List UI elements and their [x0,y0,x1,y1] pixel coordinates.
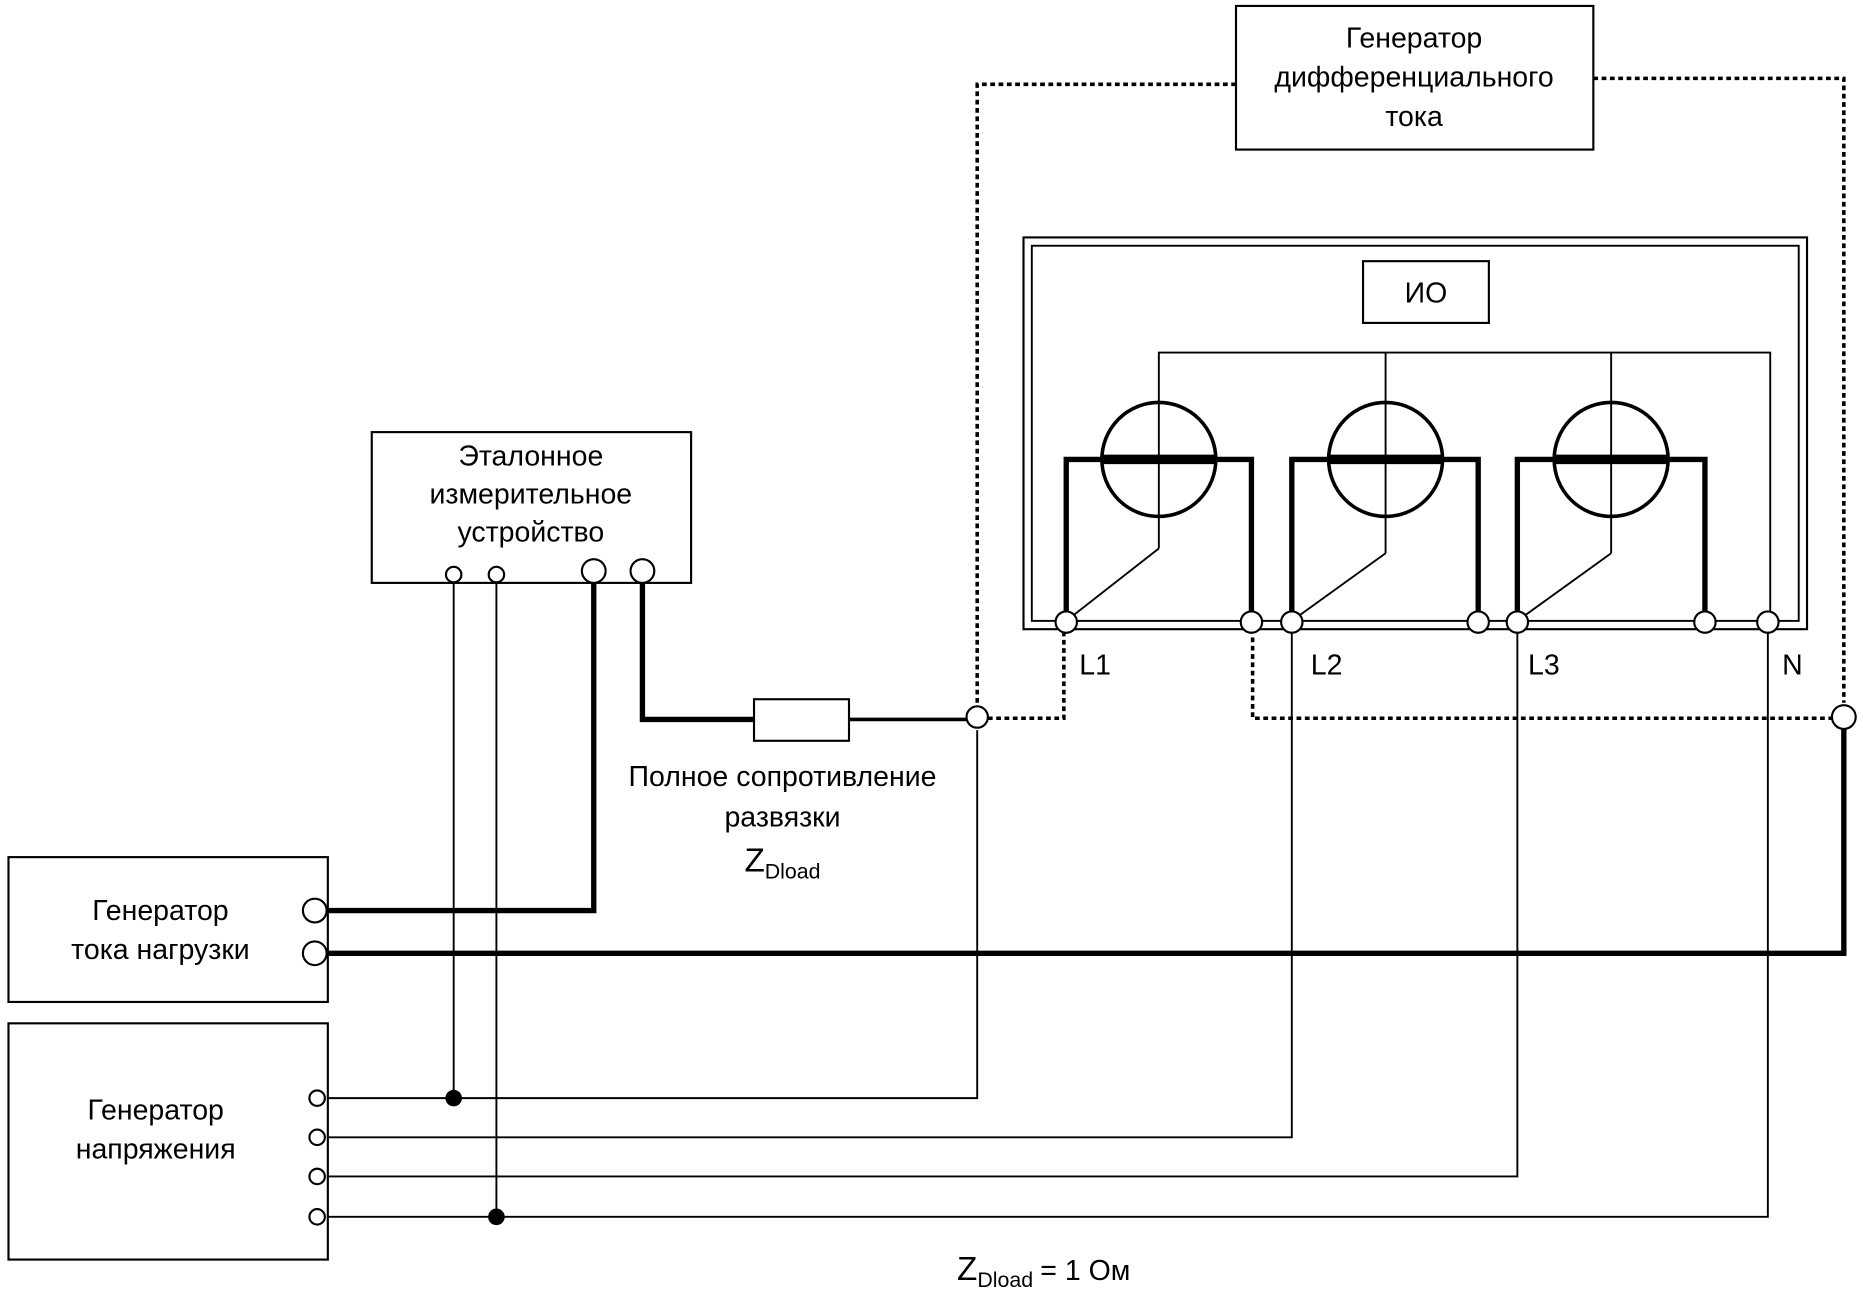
load-current-generator-box [7,856,329,1004]
ref-current-terminal-2 [629,558,656,584]
dotted-wire-bottom [1250,637,1834,721]
reference-device-box [370,431,693,584]
load-current-terminal-1 [301,897,328,924]
differential-current-wiring [975,76,1846,721]
wiring [327,581,1847,1226]
voltage-generator-label-line1: Генератор [87,1094,223,1126]
voltage-generator: Генератор напряжения [7,1022,329,1261]
io-label: ИО [1405,278,1448,310]
reference-measuring-device: Эталонное измерительное устройство [370,431,693,584]
differential-generator-label-line3: тока [1385,101,1443,133]
reference-device-label-line2: измерительное [430,478,633,510]
terminal-l1-in [1054,610,1078,634]
voltage-terminal-l2 [308,1128,326,1147]
measuring-element-2 [1289,400,1481,622]
voltage-link-2 [1291,552,1387,622]
load-current-generator-label-line2: тока нагрузки [71,934,250,966]
voltage-line-l2 [327,632,1293,1139]
junction-dot-2 [488,1208,505,1226]
voltage-terminal-n [308,1208,326,1226]
footnote-symbol-z: Z [957,1251,977,1288]
impedance-symbol-z: Z [744,842,764,879]
voltage-line-l3 [327,632,1519,1178]
impedance-symbol-sub: Dload [765,859,821,883]
impedance-node-terminal [965,705,989,729]
voltage-terminal-l3 [308,1167,326,1186]
terminal-label-l3: L3 [1528,649,1560,681]
dotted-wire-left [975,82,1237,708]
terminal-l3-in [1505,610,1530,634]
voltage-generator-label-line2: напряжения [76,1134,236,1166]
measuring-element-1 [1063,400,1255,622]
meter-voltage-bus [1157,351,1772,621]
terminal-n [1756,610,1780,634]
differential-return-terminal [1830,704,1857,730]
measuring-element-3 [1514,400,1708,622]
load-current-wire-2 [327,728,1847,956]
differential-generator-label-line2: дифференциального [1274,62,1553,94]
reference-device-label-line1: Эталонное [458,440,603,472]
terminal-l1-out [1239,610,1264,634]
voltage-line-l1 [327,730,979,1100]
terminal-l2-out [1466,610,1490,634]
load-current-wire-1 [327,581,597,914]
differential-generator-box [1234,4,1595,151]
load-current-generator: Генератор тока нагрузки [7,856,329,1004]
voltage-terminal-l1 [308,1089,326,1107]
voltage-generator-box [7,1022,329,1261]
footnote-impedance-value: ZDload = 1 Ом [957,1251,1130,1292]
junction-dot-1 [445,1089,462,1107]
reference-device-label-line3: устройство [457,516,604,548]
meter-inner-frame [1030,244,1800,622]
impedance-resistor [752,698,851,742]
footnote-value: = 1 Ом [1040,1255,1130,1287]
impedance-label-line1: Полное сопротивление [629,761,937,793]
load-current-terminal-2 [301,940,328,967]
impedance-label-line2: развязки [724,801,840,833]
terminal-l3-out [1693,610,1717,634]
ref-current-terminal-1 [580,558,607,584]
dotted-wire-l1 [987,629,1066,721]
io-label-box [1361,260,1490,324]
load-current-generator-label-line1: Генератор [92,895,228,927]
terminal-l2-in [1280,610,1304,634]
terminal-label-l2: L2 [1311,649,1343,681]
terminal-label-l1: L1 [1079,649,1111,681]
dotted-wire-right [1593,76,1846,703]
meter-under-test: ИО [1022,236,1809,681]
voltage-link-3 [1516,552,1612,622]
ref-to-impedance-wire [639,581,755,723]
ref-voltage-terminal-2 [487,565,506,584]
voltage-line-n [327,632,1769,1218]
footnote-symbol-sub: Dload [977,1268,1033,1292]
differential-generator-label-line1: Генератор [1346,22,1482,54]
impedance-symbol: ZDload [744,842,820,883]
differential-current-generator: Генератор дифференциального тока [1234,4,1595,151]
voltage-link-1 [1065,547,1160,622]
ref-voltage-terminal-1 [444,565,463,584]
terminal-label-n: N [1782,649,1803,681]
decoupling-impedance: Полное сопротивление развязки ZDload [629,698,989,883]
